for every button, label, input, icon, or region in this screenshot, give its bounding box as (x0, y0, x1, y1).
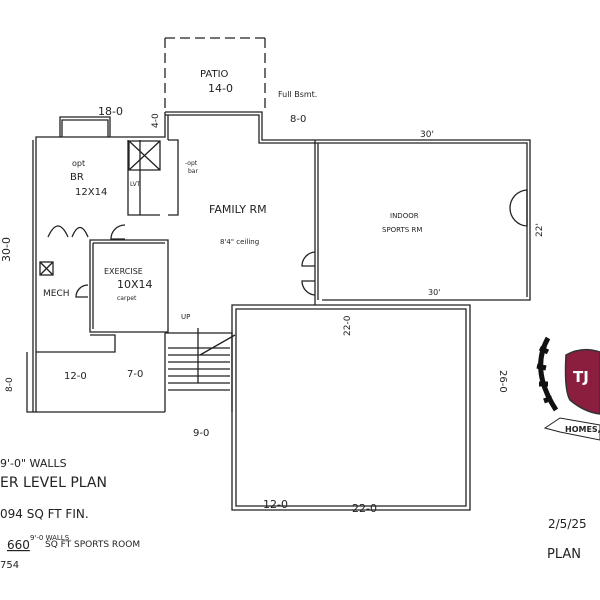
garage-dim-22: 22-0 (352, 502, 377, 515)
dim-26: 26-0 (497, 370, 508, 393)
patio-outline (164, 37, 266, 112)
walls-note: 9'-0" WALLS (0, 457, 67, 470)
stamp-plan: PLAN (547, 547, 581, 562)
sports-sqft-number: 660 (7, 538, 30, 552)
exercise-dim: 10X14 (117, 278, 153, 291)
stairs-up-label: UP (181, 313, 190, 321)
dim-30: 30-0 (0, 237, 13, 262)
level-plan-title: ER LEVEL PLAN (0, 475, 107, 491)
dim-8: 8-0 (290, 114, 306, 125)
tj-homes-logo: TJ HOMES, (536, 336, 600, 441)
sports-rm-dim-top: 30' (420, 130, 434, 140)
walls (26, 111, 531, 511)
dim-9: 9-0 (193, 428, 209, 439)
logo-text: HOMES, (565, 425, 600, 434)
sports-rm-label2: SPORTS RM (382, 226, 422, 234)
mechanical-unit-icon (39, 261, 54, 276)
exercise-label: EXERCISE (104, 267, 143, 276)
opt-br-label2: BR (70, 172, 84, 183)
dim-7: 7-0 (127, 369, 143, 380)
garage-dim-12: 12-0 (263, 498, 288, 511)
mech-label: MECH (43, 289, 70, 299)
sports-rm-dim-right: 22' (535, 223, 545, 237)
stamp-date: 2/5/25 (548, 517, 587, 531)
sports-sqft-note: SQ FT SPORTS ROOM (45, 540, 140, 550)
doors[interactable] (47, 189, 528, 298)
opt-br-label1: opt (72, 159, 85, 168)
sports-rm-label1: INDOOR (390, 212, 419, 220)
finished-sqft: 094 SQ FT FIN. (0, 507, 89, 521)
sports-walls-note: 9'-0 WALLS (30, 534, 70, 542)
opt-br-dim: 12X14 (75, 187, 107, 198)
full-bsmt-note: Full Bsmt. (278, 90, 317, 99)
sports-rm-dim-left: 22-0 (343, 315, 353, 336)
logo-letters: TJ (573, 368, 589, 386)
dim-8b: 8-0 (5, 377, 15, 392)
exercise-note: carpet (117, 295, 137, 302)
opt-bar-label1: -opt (185, 160, 198, 167)
stairs[interactable] (168, 328, 236, 391)
family-rm-ceiling: 8'4" ceiling (220, 238, 259, 246)
family-rm-label: FAMILY RM (209, 203, 267, 216)
dim-18: 18-0 (98, 105, 123, 118)
opt-bar-label2: bar (188, 168, 198, 175)
total-sqft: 754 (0, 560, 19, 571)
lvt-label: LVT (130, 181, 141, 188)
patio-dim: 14-0 (208, 82, 233, 95)
sports-rm-dim-bottom: 30' (428, 288, 440, 297)
dim-12: 12-0 (64, 371, 87, 382)
dim-4: 4-0 (151, 113, 161, 128)
patio-label: PATIO (200, 69, 229, 80)
